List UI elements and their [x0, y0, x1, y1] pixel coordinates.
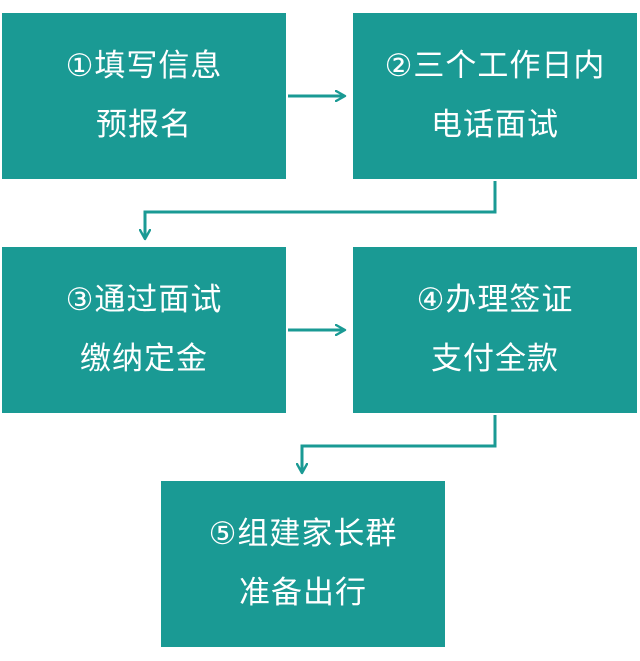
step-4-subtitle: 支付全款: [431, 341, 559, 377]
step-1-subtitle: 预报名: [96, 107, 192, 143]
step-2-box: ②三个工作日内 电话面试: [353, 13, 637, 179]
step-1-title: ①填写信息: [65, 48, 223, 85]
step-4-title: ④办理签证: [416, 282, 574, 319]
step-3-title: ③通过面试: [65, 282, 223, 319]
step-5-subtitle: 准备出行: [239, 575, 367, 611]
step-2-title: ②三个工作日内: [384, 48, 606, 85]
arrow-step4-to-step5: [302, 415, 497, 472]
step-5-title: ⑤组建家长群: [208, 516, 398, 553]
step-5-box: ⑤组建家长群 准备出行: [161, 481, 445, 647]
step-1-box: ①填写信息 预报名: [2, 13, 286, 179]
step-3-box: ③通过面试 缴纳定金: [2, 247, 286, 413]
step-4-box: ④办理签证 支付全款: [353, 247, 637, 413]
step-3-subtitle: 缴纳定金: [80, 341, 208, 377]
arrow-step2-to-step3: [145, 181, 497, 238]
step-2-subtitle: 电话面试: [431, 107, 559, 143]
